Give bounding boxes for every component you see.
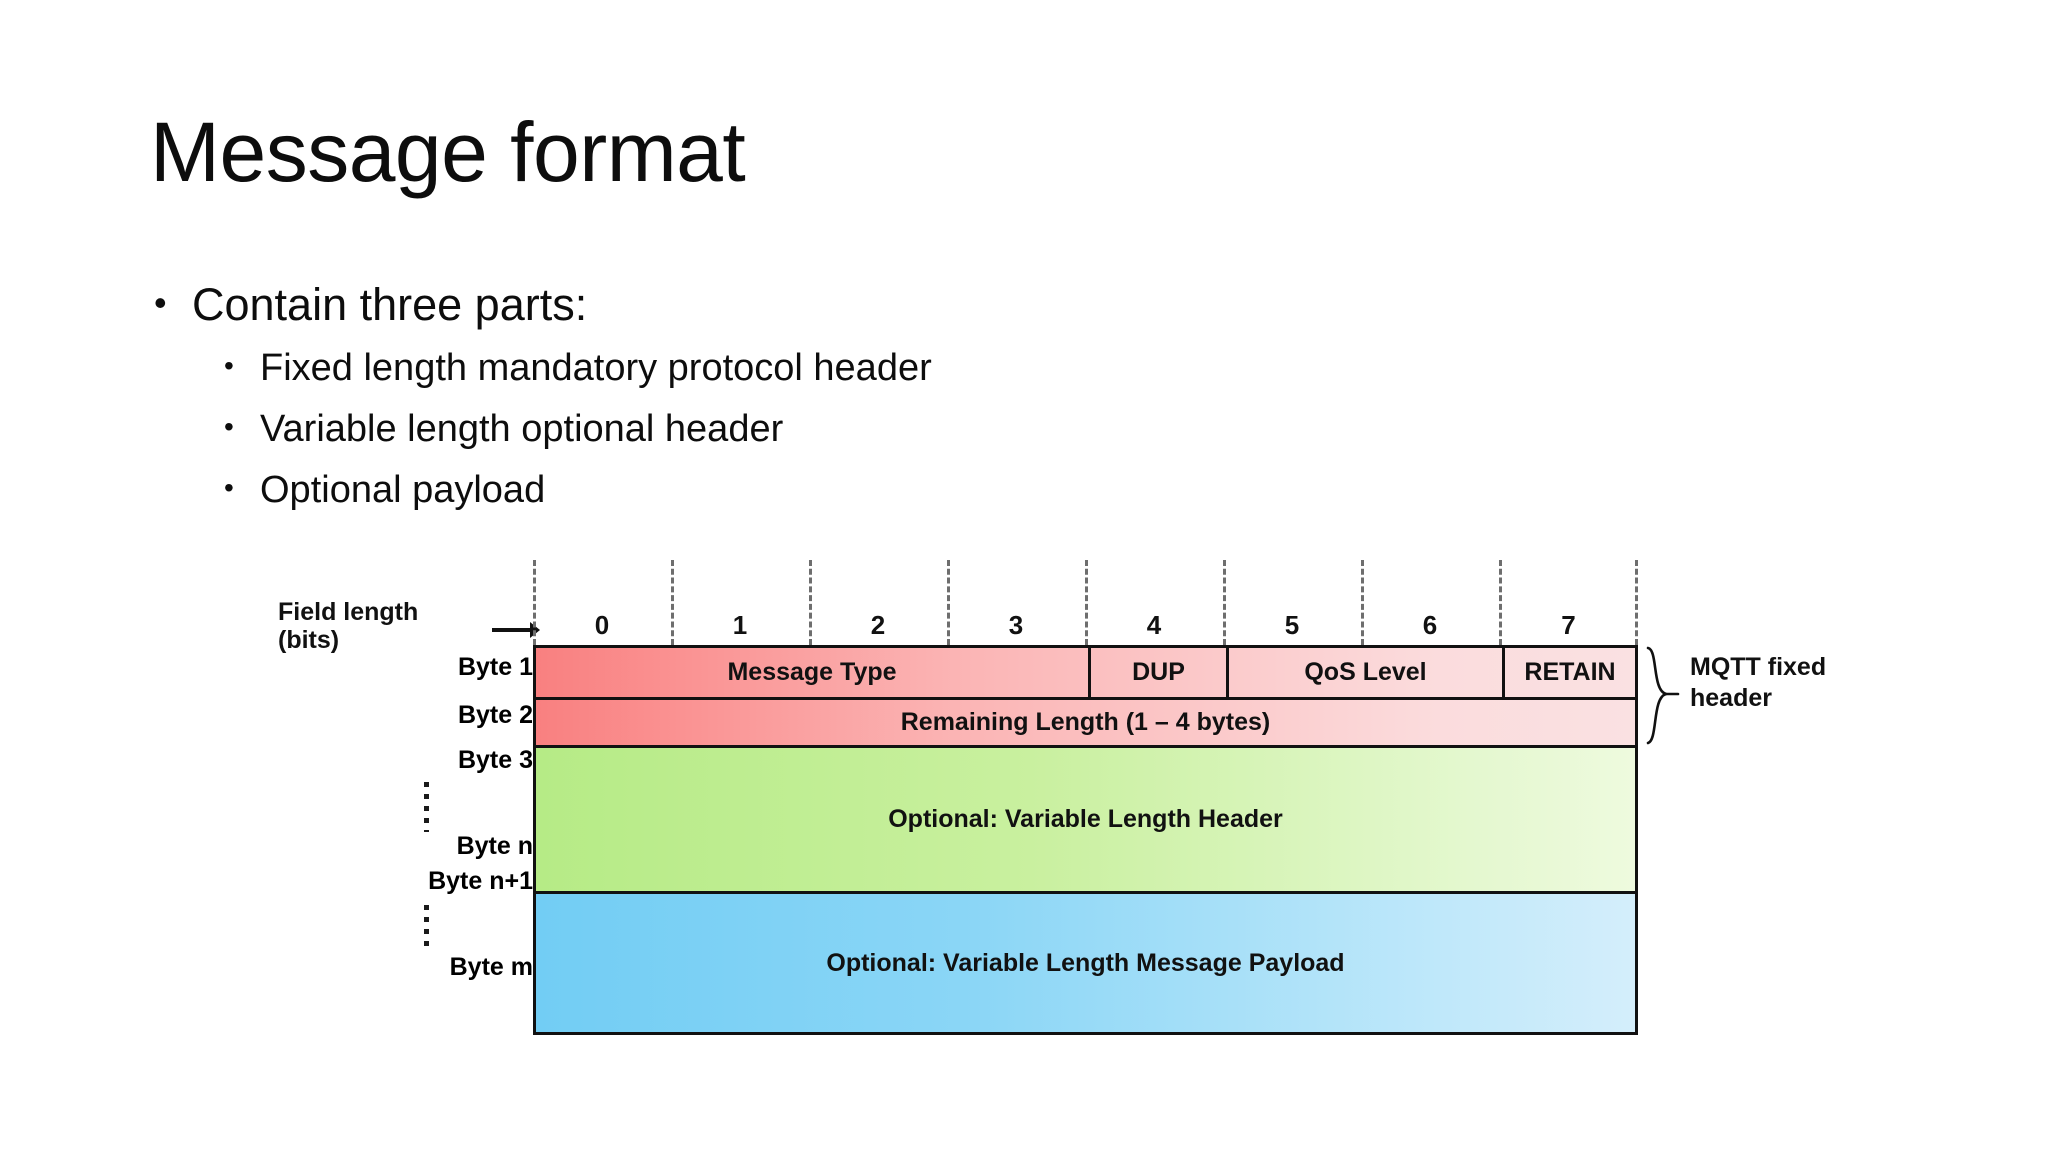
byte-range-dots-upper: [424, 782, 429, 832]
row-label-byte-n: Byte n: [456, 832, 533, 860]
bit-tick: [671, 560, 674, 645]
packet-structure-table: Message Type DUP QoS Level RETAIN Remain…: [533, 645, 1638, 1035]
bullet-level2-label: Fixed length mandatory protocol header: [260, 347, 932, 389]
bullet-item-optional-payload: • Optional payload: [150, 471, 1550, 509]
bit-number-7: 7: [1561, 610, 1576, 640]
row-label-byte-n-slot: Byte n: [303, 832, 533, 861]
bit-tick: [809, 560, 812, 645]
bit-tick: [1635, 560, 1638, 645]
field-variable-length-message-payload: Optional: Variable Length Message Payloa…: [826, 948, 1345, 977]
bullet-glyph-icon: •: [224, 411, 234, 442]
field-dup: DUP: [1088, 648, 1226, 697]
bullet-level1-label: Contain three parts:: [192, 279, 588, 330]
row-label-byte-1-slot: Byte 1: [303, 653, 533, 682]
row-label-byte-1: Byte 1: [457, 653, 533, 681]
row-label-byte-2-slot: Byte 2: [303, 701, 533, 730]
bullet-glyph-icon: •: [224, 350, 234, 381]
table-row-byte-1: Message Type DUP QoS Level RETAIN: [536, 648, 1635, 697]
row-label-byte-m: Byte m: [449, 953, 533, 981]
table-row-byte-2: Remaining Length (1 – 4 bytes): [536, 697, 1635, 745]
bit-number-6: 6: [1422, 610, 1438, 640]
bit-number-2: 2: [870, 610, 886, 640]
bullet-level2-label: Variable length optional header: [260, 408, 784, 450]
field-length-caption: Field length (bits): [278, 598, 418, 654]
bit-tick: [533, 560, 536, 645]
row-label-byte-3: Byte 3: [457, 746, 533, 774]
bit-tick: [1223, 560, 1226, 645]
bit-tick: [1361, 560, 1364, 645]
bullet-list: • Contain three parts: • Fixed length ma…: [150, 282, 1550, 532]
field-variable-length-header: Optional: Variable Length Header: [888, 805, 1283, 833]
mqtt-fixed-header-annotation: MQTT fixed header: [1690, 652, 1826, 715]
byte-range-dots-lower: [424, 905, 429, 953]
mqtt-fixed-header-annotation-line1: MQTT fixed: [1690, 653, 1827, 681]
bit-number-0: 0: [594, 610, 610, 640]
bullet-item-fixed-header: • Fixed length mandatory protocol header: [150, 349, 1550, 387]
mqtt-message-format-diagram: Field length (bits) Byte 1 Byte 2 Byte 3…: [0, 560, 2048, 1080]
field-length-caption-line1: Field length: [278, 598, 419, 626]
bit-number-4: 4: [1146, 610, 1162, 640]
curly-brace-icon: [1646, 646, 1680, 745]
bit-tick: [947, 560, 950, 645]
field-remaining-length: Remaining Length (1 – 4 bytes): [900, 708, 1271, 736]
field-length-caption-line2: (bits): [278, 626, 340, 654]
row-label-byte-m-slot: Byte m: [303, 953, 533, 982]
bullet-glyph-icon: •: [224, 472, 234, 503]
field-message-type: Message Type: [727, 658, 897, 686]
bit-tick: [1085, 560, 1088, 645]
bit-tick: [1499, 560, 1502, 645]
table-row-message-payload: Optional: Variable Length Message Payloa…: [536, 891, 1635, 1032]
row-label-byte-n-plus-1-slot: Byte n+1: [303, 867, 533, 896]
page-title: Message format: [150, 105, 746, 199]
bullet-item-level1: • Contain three parts:: [150, 282, 1550, 327]
field-retain: RETAIN: [1502, 648, 1635, 697]
bullet-level2-label: Optional payload: [260, 469, 546, 511]
row-label-byte-n-plus-1: Byte n+1: [428, 867, 533, 895]
field-qos-level: QoS Level: [1226, 648, 1502, 697]
mqtt-fixed-header-annotation-line2: header: [1690, 684, 1772, 713]
bullet-item-variable-header: • Variable length optional header: [150, 410, 1550, 448]
row-label-byte-3-slot: Byte 3: [303, 746, 533, 775]
bit-index-ruler: 0 1 2 3 4 5 6 7: [533, 560, 1638, 645]
bit-number-5: 5: [1284, 610, 1300, 640]
bit-number-3: 3: [1008, 610, 1024, 640]
bullet-glyph-icon: •: [154, 282, 167, 323]
bit-number-1: 1: [732, 610, 748, 640]
table-row-variable-header: Optional: Variable Length Header: [536, 745, 1635, 891]
row-label-byte-2: Byte 2: [457, 701, 533, 729]
